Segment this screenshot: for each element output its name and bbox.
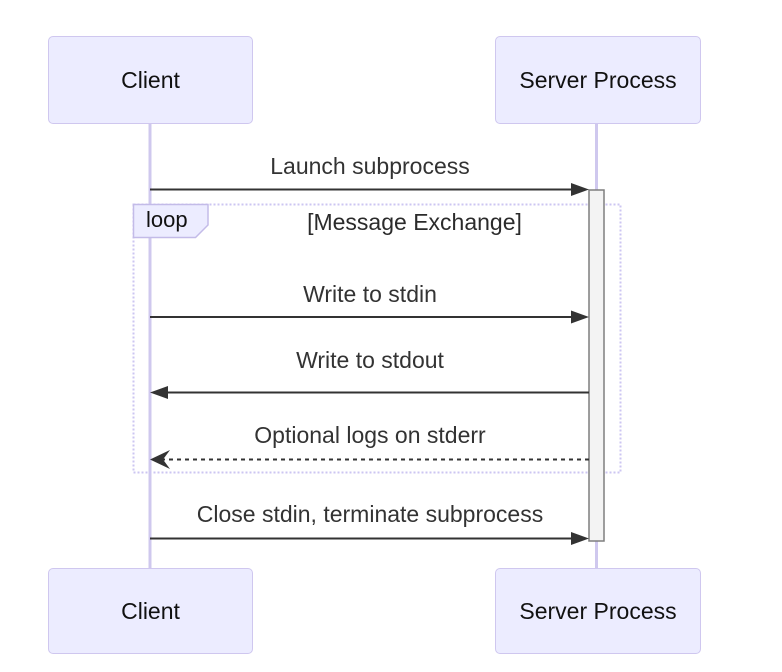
actor-top-client-label: Client	[121, 66, 180, 93]
message-label-write-to-stdout: Write to stdout	[296, 347, 444, 373]
actor-top-server-label: Server Process	[519, 66, 677, 93]
arrowhead-write-to-stdout	[150, 386, 168, 399]
arrowhead-close-stdin	[571, 532, 589, 545]
loop-label: loop	[146, 207, 188, 232]
message-label-close-stdin: Close stdin, terminate subprocess	[196, 501, 544, 527]
actor-bottom-server-label: Server Process	[519, 597, 677, 624]
actor-bottom-client-label: Client	[121, 597, 180, 624]
message-label-launch-subprocess: Launch subprocess	[270, 153, 470, 179]
arrowhead-launch-subprocess	[571, 183, 589, 196]
actor-top-client: Client	[48, 36, 253, 124]
actor-bottom-client: Client	[48, 568, 253, 654]
actor-bottom-server: Server Process	[495, 568, 701, 654]
loop-condition-label: [Message Exchange]	[307, 209, 522, 235]
actor-top-server: Server Process	[495, 36, 701, 124]
arrowhead-optional-logs-on-stderr	[150, 450, 170, 469]
server-activation-bar	[588, 189, 605, 542]
message-label-write-to-stdin: Write to stdin	[303, 281, 437, 307]
arrowhead-write-to-stdin	[571, 310, 589, 324]
loop-frame	[132, 203, 622, 474]
message-label-optional-logs-on-stderr: Optional logs on stderr	[254, 422, 486, 448]
loop-label-tab	[132, 203, 209, 239]
